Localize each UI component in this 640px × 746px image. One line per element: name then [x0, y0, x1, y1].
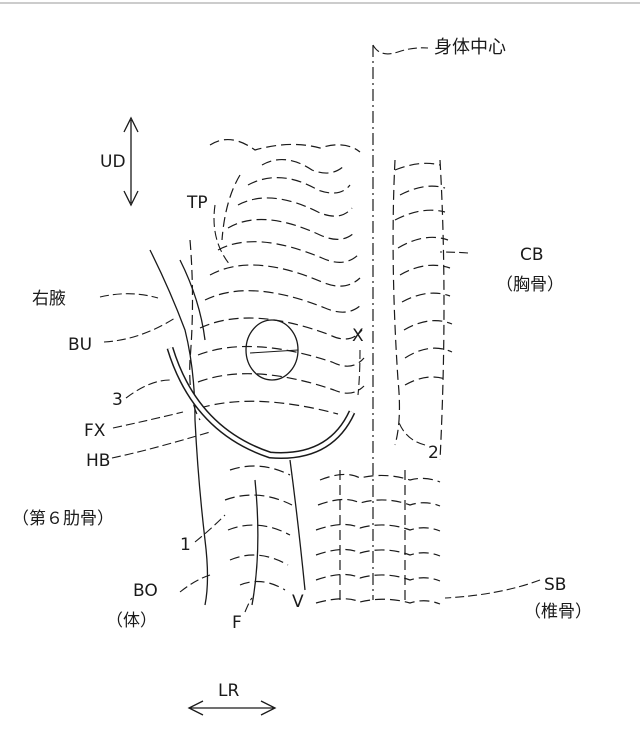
- label-tp: TP: [186, 193, 208, 213]
- label-one: 1: [180, 535, 191, 555]
- f-contour: [252, 480, 258, 605]
- x-leader: [358, 350, 360, 395]
- bo-leader: [180, 575, 210, 592]
- ud-arrow: [124, 118, 138, 205]
- two-leader: [398, 420, 425, 445]
- cb-leader: [440, 252, 468, 253]
- label-right-axilla: 右腋: [32, 289, 66, 309]
- v-contour: [290, 460, 305, 590]
- vertebrae: [316, 470, 440, 604]
- label-two: 2: [428, 443, 439, 463]
- label-bu: BU: [68, 335, 92, 355]
- label-f: F: [232, 613, 242, 633]
- lower-ribs: [225, 466, 292, 590]
- fx-leader: [113, 412, 183, 428]
- rib-cage: [190, 140, 452, 460]
- label-sb-jp: （椎骨）: [524, 602, 592, 622]
- center-leader: [373, 45, 428, 54]
- label-ud: UD: [100, 152, 126, 172]
- label-sb: SB: [544, 575, 566, 595]
- label-v: V: [292, 592, 304, 612]
- label-hb: HB: [86, 451, 110, 471]
- label-cb-jp: （胸骨）: [496, 275, 564, 295]
- sb-leader: [445, 580, 540, 598]
- f-leader: [245, 598, 252, 612]
- label-x: X: [352, 326, 364, 346]
- label-cb: CB: [520, 245, 544, 265]
- body-outline-left: [150, 250, 208, 605]
- label-hb-jp: （第６肋骨）: [12, 509, 114, 529]
- label-bo: BO: [133, 581, 158, 601]
- label-lr: LR: [218, 681, 239, 701]
- lr-arrow: [189, 701, 275, 715]
- label-bo-jp: （体）: [106, 611, 157, 631]
- label-three: 3: [112, 390, 123, 410]
- label-fx: FX: [84, 421, 106, 441]
- hb-leader: [112, 432, 210, 458]
- bu-leader: [104, 318, 175, 342]
- three-leader: [126, 380, 170, 398]
- one-leader: [195, 515, 225, 542]
- axilla-leader: [100, 294, 158, 298]
- label-body-center: 身体中心: [434, 37, 506, 58]
